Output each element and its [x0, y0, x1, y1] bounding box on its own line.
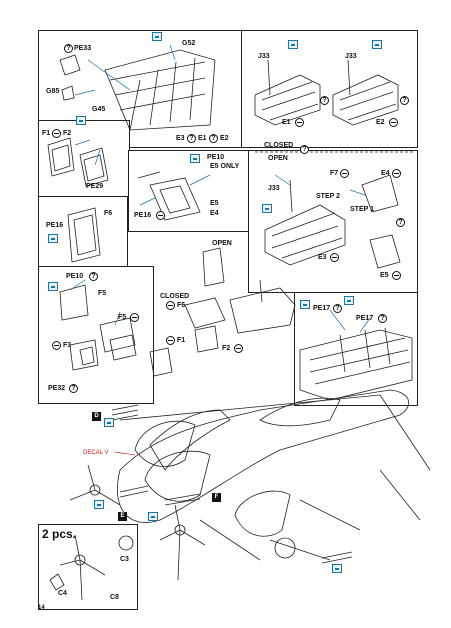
cut-icon	[52, 341, 61, 350]
photo-etch-fret-icon	[48, 234, 58, 243]
fold-icon: ?	[89, 272, 98, 281]
cut-icon	[392, 169, 401, 178]
photo-etch-fret-icon	[372, 40, 382, 49]
cut-icon	[130, 313, 139, 322]
label-e1-top: E1	[198, 135, 207, 142]
label-e3-right: E3	[318, 254, 327, 261]
panel-step	[248, 150, 418, 293]
label-pe16-left: PE16	[46, 222, 64, 229]
callout-f: F	[212, 493, 221, 502]
photo-etch-fret-icon	[104, 418, 114, 427]
photo-etch-fret-icon	[332, 564, 342, 573]
label-j33-b: J33	[345, 53, 357, 60]
label-e4-right: E4	[381, 170, 390, 177]
label-e5-mid: E5	[210, 200, 219, 207]
cut-icon	[52, 129, 61, 138]
panel-top-right	[241, 30, 418, 148]
label-open-top: OPEN	[268, 155, 288, 162]
label-f1-mid: F1	[177, 337, 186, 344]
label-c8: C8	[110, 594, 119, 601]
label-e4-mid: E4	[210, 210, 219, 217]
panel-propeller	[38, 524, 138, 610]
label-f7: F7	[330, 170, 339, 177]
label-pe33: PE33	[74, 45, 92, 52]
label-open-mid: OPEN	[212, 240, 232, 247]
quantity-note: 2 pcs.	[42, 527, 77, 541]
label-pe29: PE29	[86, 183, 104, 190]
label-f1: F1	[42, 130, 51, 137]
cut-icon	[392, 271, 401, 280]
label-g85: G85	[46, 88, 60, 95]
label-g45: G45	[92, 106, 106, 113]
label-pe16-mid: PE16	[134, 212, 152, 219]
fold-icon: ?	[320, 96, 329, 105]
fold-icon: ?	[64, 44, 73, 53]
panel-pe17	[294, 292, 418, 406]
label-f6-mid: F6	[177, 302, 186, 309]
label-f6-left: F6	[104, 210, 113, 217]
fold-icon: ?	[400, 96, 409, 105]
label-pe32: PE32	[48, 385, 66, 392]
cut-icon	[295, 118, 304, 127]
callout-d: D	[92, 412, 101, 421]
fold-icon: ?	[209, 134, 218, 143]
label-e2-right: E2	[376, 119, 385, 126]
label-f2: F2	[63, 130, 72, 137]
label-f5-a: F5	[98, 290, 107, 297]
label-pe10-left: PE10	[66, 273, 84, 280]
fold-icon: ?	[69, 384, 78, 393]
label-pe17-b: PE17	[356, 315, 374, 322]
photo-etch-fret-icon	[152, 32, 162, 41]
label-e5-right: E5	[380, 272, 389, 279]
label-e3-top: E3	[176, 135, 185, 142]
cut-icon	[166, 336, 175, 345]
photo-etch-fret-icon	[94, 500, 104, 509]
decal-note: DECAL V	[83, 450, 109, 456]
label-step1: STEP 1	[350, 206, 374, 213]
callout-e: E	[118, 512, 127, 521]
label-closed-mid: CLOSED	[160, 293, 190, 300]
photo-etch-fret-icon	[288, 40, 298, 49]
photo-etch-fret-icon	[48, 282, 58, 291]
fold-icon: ?	[396, 218, 405, 227]
label-e2-top: E2	[220, 135, 229, 142]
panel-pe16-f6	[38, 196, 128, 268]
fold-icon: ?	[378, 314, 387, 323]
fold-icon: ?	[300, 145, 309, 154]
cut-icon	[234, 344, 243, 353]
fold-icon: ?	[187, 134, 196, 143]
label-f2-mid: F2	[222, 345, 231, 352]
label-g52: G52	[182, 40, 196, 47]
label-e1-right: E1	[282, 119, 291, 126]
label-e5-only: E5 ONLY	[210, 163, 240, 170]
label-j33-a: J33	[258, 53, 270, 60]
cut-icon	[166, 301, 175, 310]
cut-icon	[340, 169, 349, 178]
fold-icon: ?	[333, 304, 342, 313]
label-f3: F3	[63, 342, 72, 349]
page-number: 14	[38, 605, 45, 611]
label-f5-b: F5	[118, 314, 127, 321]
label-c4: C4	[58, 590, 67, 597]
cut-icon	[330, 253, 339, 262]
label-closed-top: CLOSED	[264, 142, 294, 149]
label-step2: STEP 2	[316, 193, 340, 200]
label-j33-c: J33	[268, 185, 280, 192]
photo-etch-fret-icon	[148, 512, 158, 521]
cut-icon	[389, 118, 398, 127]
photo-etch-fret-icon	[262, 204, 272, 213]
photo-etch-fret-icon	[300, 300, 310, 309]
photo-etch-fret-icon	[76, 116, 86, 125]
photo-etch-fret-icon	[344, 296, 354, 305]
cut-icon	[156, 211, 165, 220]
label-c3: C3	[120, 556, 129, 563]
photo-etch-fret-icon	[190, 154, 200, 163]
label-pe10-top: PE10	[207, 154, 225, 161]
label-pe17-a: PE17	[313, 305, 331, 312]
